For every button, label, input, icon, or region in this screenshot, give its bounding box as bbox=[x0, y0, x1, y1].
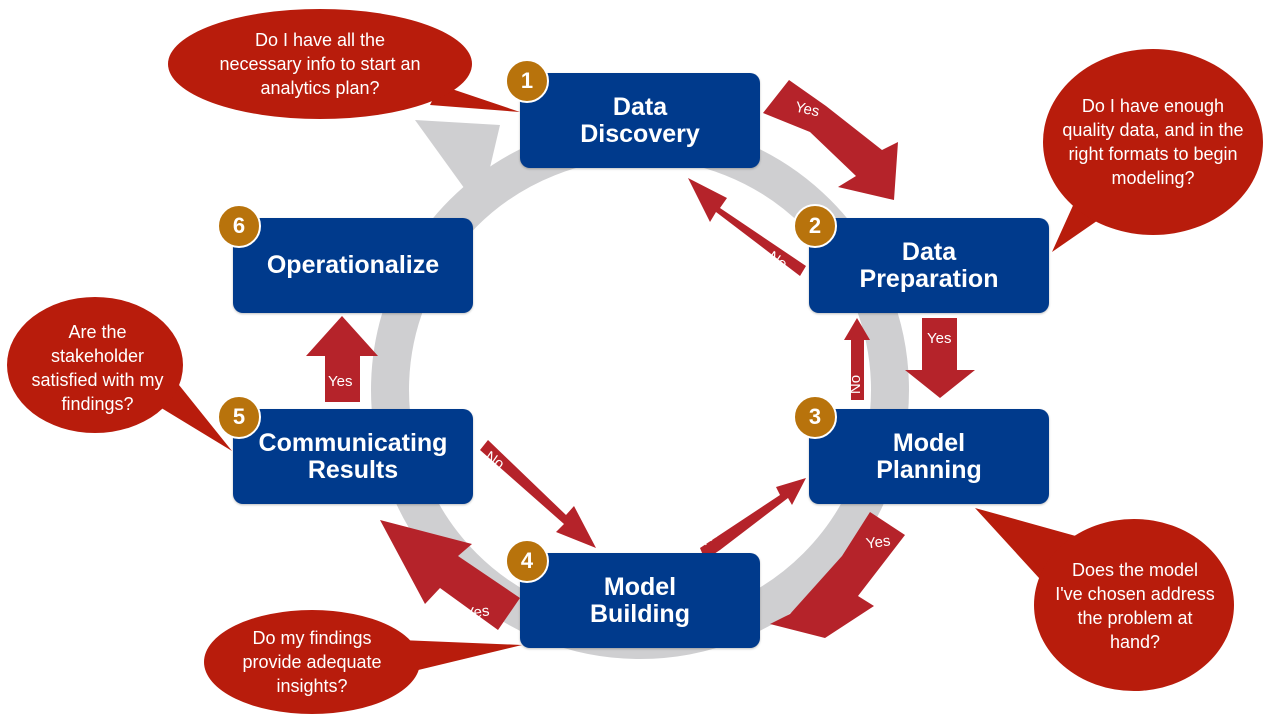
question-building: Do my findings provide adequate insights… bbox=[242, 628, 382, 696]
arrow-no-communicating-to-building bbox=[480, 440, 596, 548]
phase-number-badge-2: 2 bbox=[793, 204, 837, 248]
phase-data-preparation: Data Preparation bbox=[809, 218, 1049, 313]
label-yes-building-to-communicating: Yes bbox=[463, 602, 491, 623]
bubble-preparation bbox=[1043, 49, 1263, 252]
phase-data-discovery: Data Discovery bbox=[520, 73, 760, 168]
phase-number-badge-3: 3 bbox=[793, 395, 837, 439]
arrow-no-planning-to-preparation bbox=[844, 318, 870, 400]
arrow-yes-preparation-to-planning bbox=[905, 318, 975, 398]
question-discovery: Do I have all the necessary info to star… bbox=[219, 30, 421, 98]
bubble-planning bbox=[975, 508, 1234, 691]
phase-communicating-results: Communicating Results bbox=[233, 409, 473, 504]
label-yes-preparation-to-planning: Yes bbox=[927, 330, 952, 347]
question-preparation: Do I have enough quality data, and in th… bbox=[1062, 96, 1244, 188]
arrow-no-preparation-to-discovery bbox=[688, 178, 806, 276]
phase-number-badge-6: 6 bbox=[217, 204, 261, 248]
ring-arrowhead bbox=[415, 120, 500, 210]
bubble-building bbox=[204, 610, 522, 714]
bubble-discovery bbox=[168, 9, 520, 119]
arrow-yes-communicating-to-operationalize bbox=[306, 316, 378, 402]
arrow-no-building-to-planning bbox=[700, 478, 806, 560]
phase-number-badge-5: 5 bbox=[217, 395, 261, 439]
question-planning: Does the model I've chosen address the p… bbox=[1055, 560, 1215, 652]
arrow-yes-building-to-communicating bbox=[380, 520, 520, 630]
phase-number-badge-4: 4 bbox=[505, 539, 549, 583]
label-yes-planning-to-building: Yes bbox=[864, 532, 892, 553]
phase-number-badge-1: 1 bbox=[505, 59, 549, 103]
arrow-yes-planning-to-building bbox=[770, 512, 905, 638]
arrow-yes-discovery-to-preparation bbox=[763, 80, 898, 200]
phase-model-planning: Model Planning bbox=[809, 409, 1049, 504]
label-no-planning-to-preparation: No bbox=[847, 374, 865, 395]
phase-model-building: Model Building bbox=[520, 553, 760, 648]
question-communicating: Are the stakeholder satisfied with my fi… bbox=[31, 322, 164, 414]
phase-operationalize: Operationalize bbox=[233, 218, 473, 313]
bubble-communicating bbox=[7, 297, 232, 451]
label-yes-communicating-to-operationalize: Yes bbox=[328, 373, 353, 390]
